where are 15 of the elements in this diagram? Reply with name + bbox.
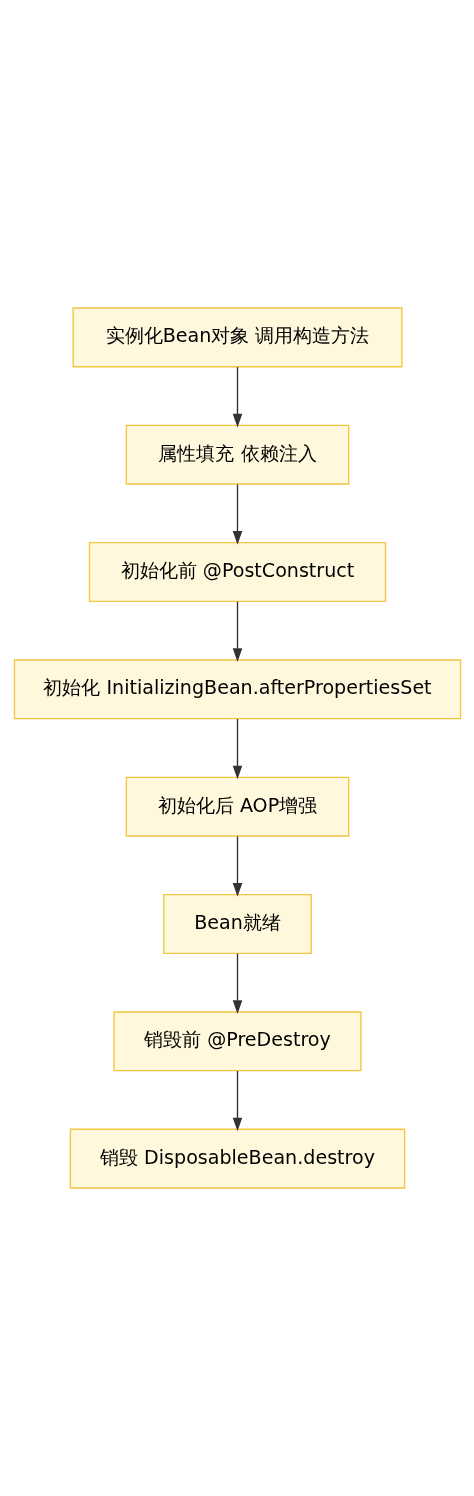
node-box: 销毁前 @PreDestroy bbox=[112, 1011, 362, 1072]
arrow bbox=[232, 483, 242, 545]
arrow bbox=[232, 601, 242, 663]
arrow bbox=[232, 835, 242, 897]
node-box: Bean就绪 bbox=[162, 893, 312, 954]
node-box: 初始化后 AOP增强 bbox=[125, 776, 349, 837]
arrow bbox=[232, 1070, 242, 1132]
arrow bbox=[232, 718, 242, 780]
arrow bbox=[232, 366, 242, 428]
node-box: 属性填充 依赖注入 bbox=[125, 424, 349, 485]
node-box: 初始化前 @PostConstruct bbox=[88, 542, 386, 603]
node-box: 销毁 DisposableBean.destroy bbox=[69, 1128, 405, 1189]
node-box: 实例化Bean对象 调用构造方法 bbox=[71, 307, 403, 368]
arrow bbox=[232, 953, 242, 1014]
node-box: 初始化 InitializingBean.afterPropertiesSet bbox=[13, 659, 461, 720]
